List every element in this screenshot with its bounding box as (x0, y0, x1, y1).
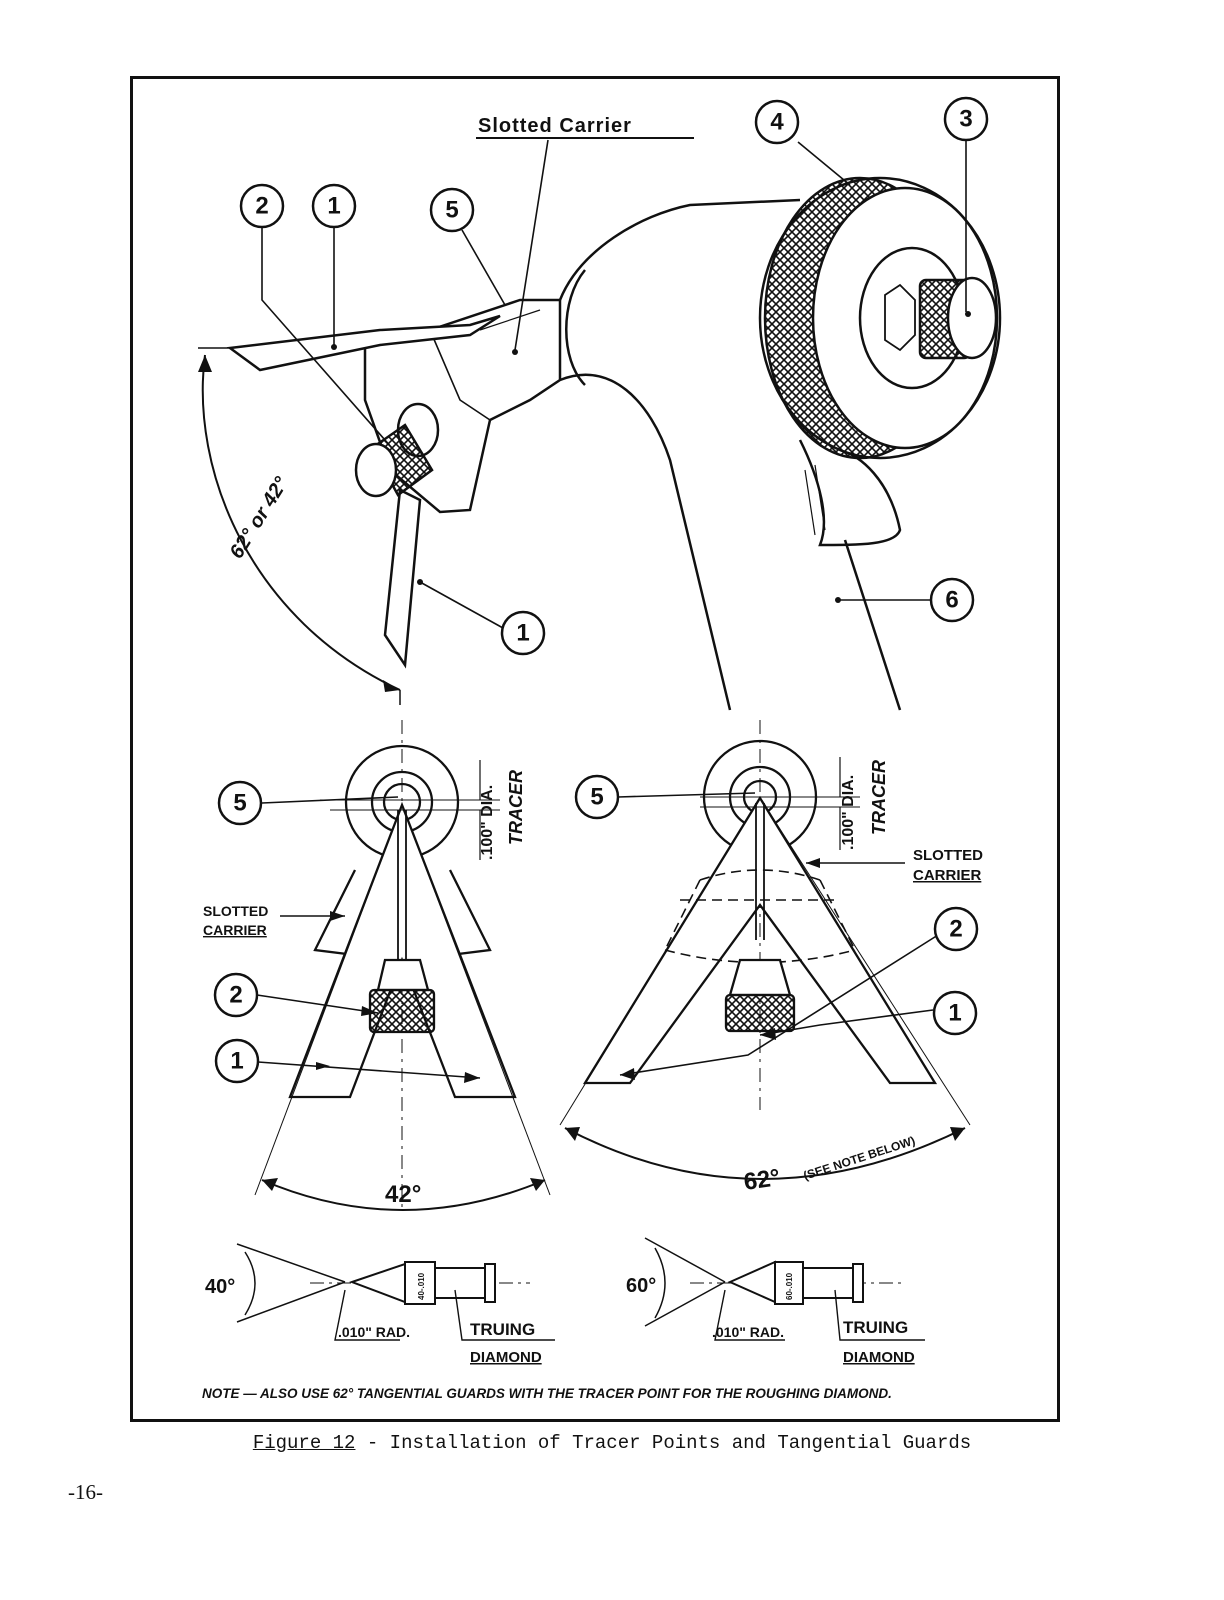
svg-text:2: 2 (229, 982, 242, 1009)
arm-top-edge (558, 198, 801, 301)
svg-text:2: 2 (255, 193, 268, 220)
svg-text:1: 1 (327, 193, 340, 220)
figure-caption: Figure 12 - Installation of Tracer Point… (0, 1432, 1224, 1454)
tracer-stem (397, 810, 407, 960)
angle-arc-62 (564, 1127, 966, 1180)
callout-1-top: 1 (311, 183, 357, 229)
arm-left-edge (559, 373, 732, 711)
arrowhead (383, 680, 400, 692)
svg-text:2: 2 (949, 916, 962, 943)
diamond-label-left: DIAMOND (470, 1349, 542, 1366)
guard-blade-lower (383, 488, 422, 669)
figure-frame (130, 76, 1060, 1422)
callout-5-right: 5 (574, 774, 620, 820)
angle-arc-42 (261, 1179, 546, 1211)
figure-number: Figure 12 (252, 1432, 356, 1454)
tracer-knurl (724, 993, 796, 1033)
leader-slotted-carrier (514, 139, 549, 351)
isometric-view (198, 139, 1002, 711)
callout-1-lower: 1 (500, 610, 546, 656)
callouts-right: 5 2 1 (574, 774, 979, 1036)
leader-5-top (461, 229, 506, 306)
leader-2-top (261, 227, 393, 449)
bracket-hatch (804, 464, 826, 536)
page-number: -16- (68, 1480, 103, 1504)
arm-collar (565, 269, 586, 386)
tracer-knurl (368, 988, 436, 1034)
truing-label-right: TRUING (843, 1318, 908, 1337)
svg-text:1: 1 (948, 1000, 961, 1027)
front-view-62 (559, 720, 971, 1180)
callout-4: 4 (754, 99, 800, 145)
rad-label-right: .010" RAD. (712, 1324, 784, 1340)
tangential-guard-62 (582, 795, 938, 1085)
see-note-label: (SEE NOTE BELOW) (802, 1133, 917, 1182)
leader-1-lower (419, 581, 504, 629)
front-view-42 (254, 720, 551, 1211)
svg-text:1: 1 (516, 620, 529, 647)
callout-1-left: 1 (214, 1038, 260, 1084)
carrier-slot-line (479, 309, 541, 331)
carrier-edge (429, 329, 491, 421)
rad-label-left: .010" RAD. (338, 1324, 410, 1340)
angle-label-top: 62° or 42° (226, 472, 294, 562)
diamond-label-right: DIAMOND (843, 1349, 915, 1366)
slotted-label-right: SLOTTED (913, 847, 983, 864)
svg-text:1: 1 (230, 1048, 243, 1075)
leader-dots (331, 311, 971, 603)
svg-text:5: 5 (590, 784, 603, 811)
carrier-label-right: CARRIER (913, 867, 982, 884)
dia-label-right: .100" DIA. (840, 775, 857, 850)
svg-text:4: 4 (770, 109, 784, 136)
caption-text: Installation of Tracer Points and Tangen… (389, 1432, 972, 1454)
knob-cap (946, 276, 998, 360)
callout-3: 3 (943, 96, 989, 142)
callout-5-left: 5 (217, 780, 263, 826)
tracer-label-left: TRACER (506, 770, 526, 845)
leader-4 (797, 141, 851, 186)
tracer-label-right: TRACER (869, 760, 889, 835)
angle-40-label: 40° (205, 1276, 235, 1298)
angle-42-label: 42° (385, 1181, 421, 1208)
callout-2-top: 2 (239, 183, 285, 229)
callout-2-right: 2 (933, 906, 979, 952)
angle-arc-top (201, 354, 401, 691)
wheel-bracket (798, 439, 902, 547)
tip-label-right: 60-.010 (785, 1272, 794, 1300)
tracer-knob (354, 402, 440, 498)
callouts-left: 5 2 1 (213, 780, 263, 1084)
svg-text:5: 5 (445, 197, 458, 224)
callout-2-left: 2 (213, 972, 259, 1018)
dia-label-left: .100" DIA. (479, 785, 496, 860)
angle-62-label: 62° (742, 1164, 782, 1196)
arm-right-edge (843, 539, 902, 711)
truing-label-left: TRUING (470, 1320, 535, 1339)
callout-1-right: 1 (932, 990, 978, 1036)
svg-text:3: 3 (959, 106, 972, 133)
tracer-stem (755, 803, 765, 940)
slotted-carrier-label-top: Slotted Carrier (478, 115, 632, 137)
hex-nut (884, 283, 916, 352)
callout-5-top: 5 (429, 187, 475, 233)
truing-diamond-60 (644, 1237, 925, 1341)
caption-dash: - (366, 1432, 379, 1454)
carrier-label-left: CARRIER (203, 922, 267, 938)
tip-label-left: 40-.010 (417, 1272, 426, 1300)
slotted-label-left: SLOTTED (203, 903, 268, 919)
arrowhead (198, 355, 212, 372)
note-text: NOTE — ALSO USE 62° TANGENTIAL GUARDS WI… (202, 1386, 892, 1401)
truing-diamond-40 (236, 1243, 555, 1341)
svg-text:5: 5 (233, 790, 246, 817)
callout-6: 6 (929, 577, 975, 623)
guard-blade-upper (226, 314, 501, 372)
angle-60-label: 60° (626, 1275, 656, 1297)
svg-text:6: 6 (945, 587, 958, 614)
callouts-top: 2 1 5 4 3 1 6 (239, 96, 989, 656)
